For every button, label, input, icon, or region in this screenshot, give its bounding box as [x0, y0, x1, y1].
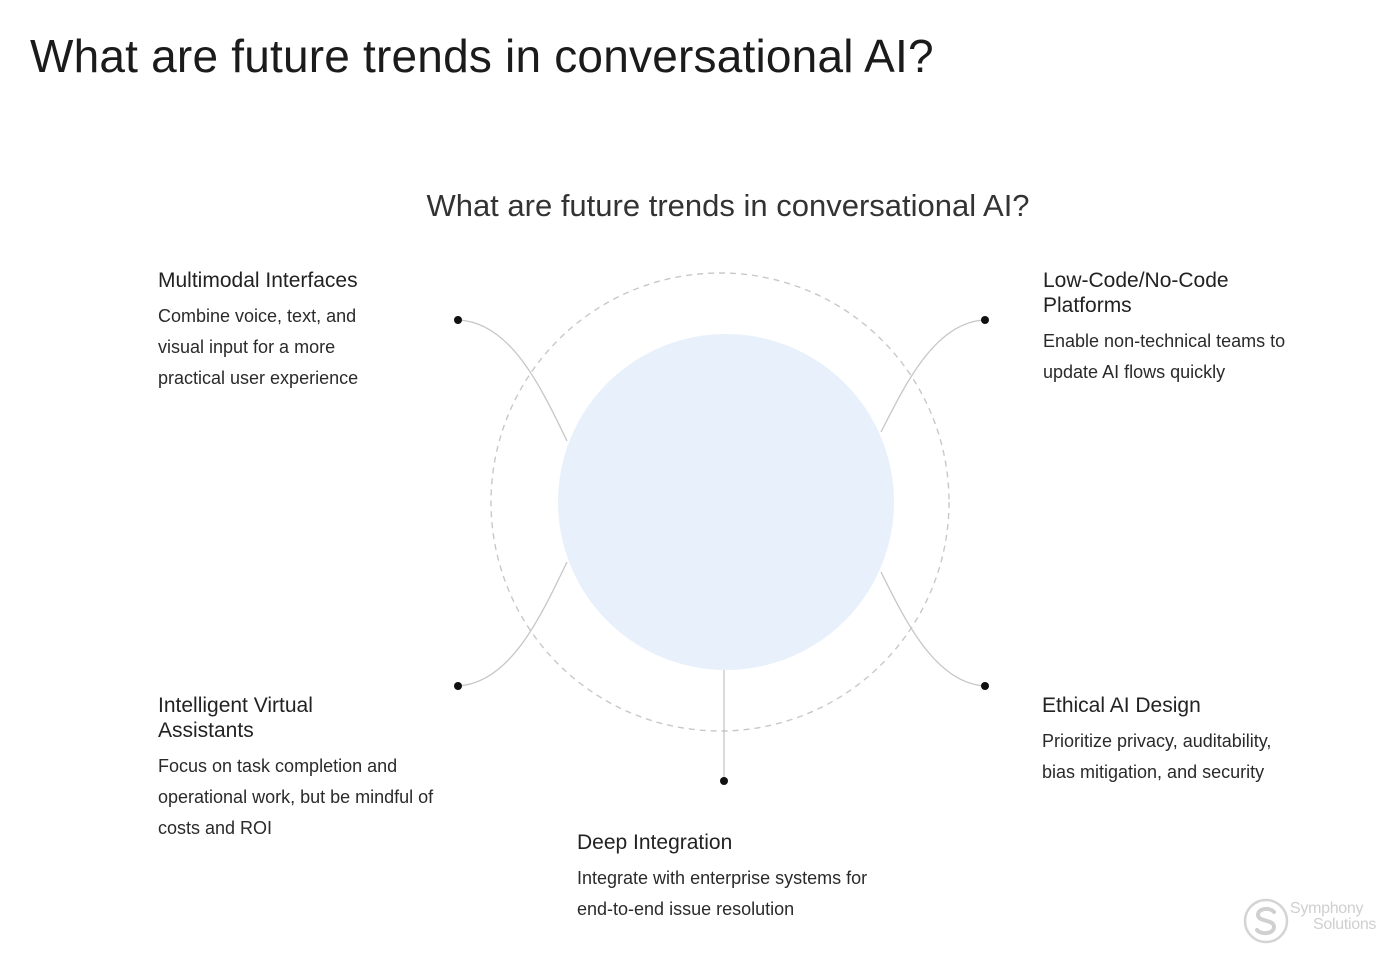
logo-line-1: Symphony — [1290, 900, 1364, 917]
trend-intelligent-virtual-assistants: Intelligent Virtual Assistants Focus on … — [158, 693, 443, 844]
trend-description: Prioritize privacy, auditability, bias m… — [1042, 731, 1272, 782]
connector-ethical — [880, 571, 986, 687]
symphony-solutions-logo: Symphony Solutions — [1242, 897, 1392, 945]
trend-title: Deep Integration — [577, 831, 733, 854]
trend-title: Low-Code/No-Code Platforms — [1043, 269, 1229, 317]
core-circle — [558, 334, 894, 670]
connector-assistants — [457, 561, 568, 687]
trend-deep-integration: Deep Integration Integrate with enterpri… — [577, 830, 907, 925]
connector-multimodal — [457, 319, 568, 442]
logo-wordmark: Symphony Solutions — [1290, 901, 1376, 933]
symphony-s-logo-icon — [1243, 898, 1289, 944]
trend-ethical-ai-design: Ethical AI Design Prioritize privacy, au… — [1042, 693, 1342, 788]
trend-description: Enable non-technical teams to update AI … — [1043, 331, 1286, 382]
connector-lowcode — [880, 319, 986, 433]
trend-low-code-platforms: Low-Code/No-Code Platforms Enable non-te… — [1043, 268, 1333, 388]
dot-lowcode — [981, 316, 989, 324]
dot-multimodal — [454, 316, 462, 324]
trend-multimodal-interfaces: Multimodal Interfaces Combine voice, tex… — [158, 268, 398, 394]
dot-assistants — [454, 682, 462, 690]
diagram-title: What are future trends in conversational… — [426, 188, 1030, 223]
page-title: What are future trends in conversational… — [30, 30, 934, 82]
dot-ethical — [981, 682, 989, 690]
trend-description: Combine voice, text, and visual input fo… — [158, 306, 359, 388]
dot-integration — [720, 777, 728, 785]
dashed-outer-ring — [490, 272, 950, 732]
trend-description: Integrate with enterprise systems for en… — [577, 868, 868, 919]
logo-line-2: Solutions — [1313, 916, 1377, 933]
trend-title: Intelligent Virtual Assistants — [158, 694, 313, 742]
trend-description: Focus on task completion and operational… — [158, 756, 434, 838]
trend-title: Ethical AI Design — [1042, 694, 1201, 717]
trend-title: Multimodal Interfaces — [158, 269, 358, 292]
